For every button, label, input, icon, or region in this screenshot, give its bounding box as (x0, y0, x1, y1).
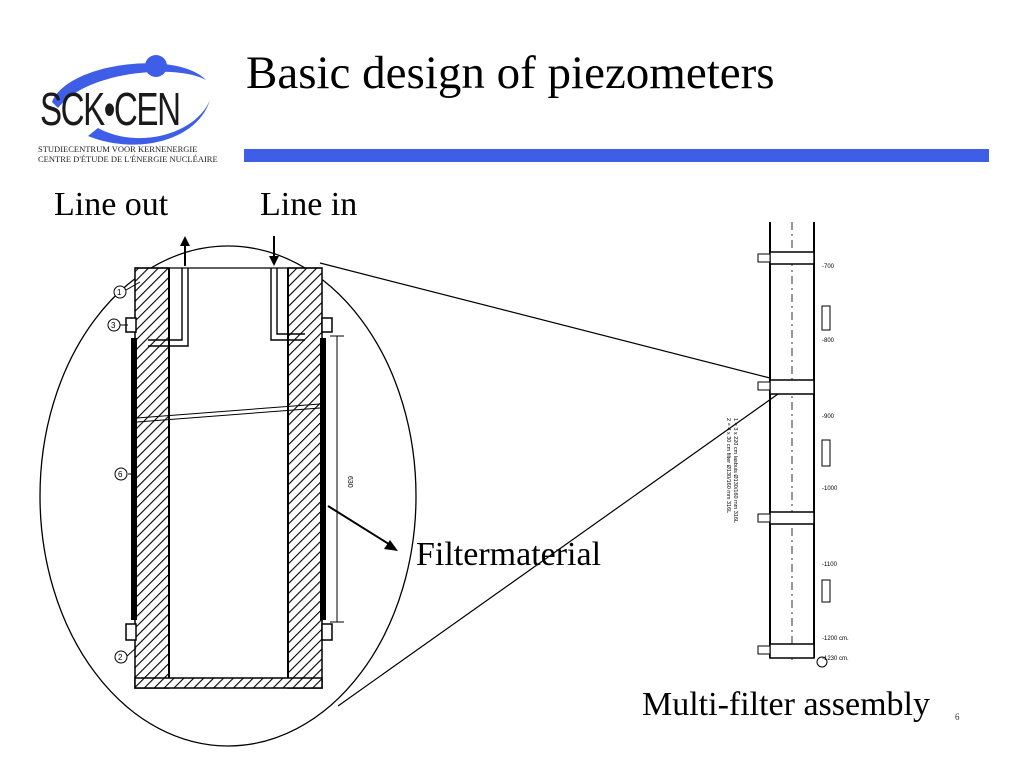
callout-1: 1 (113, 281, 141, 299)
depth-mark: -800 (822, 338, 835, 344)
logo-wordmark: SCK•CEN (40, 83, 181, 135)
depth-mark: -700 (822, 264, 835, 270)
callout-2: 2 (114, 647, 137, 664)
assembly-notes: 1 = 3 x 220 cm lasbuis Ø130/160 mm 316L … (725, 418, 738, 523)
logo-swoosh-icon (52, 55, 210, 145)
svg-text:1: 1 (117, 288, 122, 297)
line-in-tube (270, 268, 305, 341)
filter-strip-right (320, 338, 326, 620)
depth-mark: -1200 cm. (822, 636, 849, 642)
multi-filter-assembly (757, 222, 831, 668)
line-in-arrow-icon (269, 256, 279, 266)
assembly-note: 1 = 3 x 220 cm lasbuis Ø130/160 mm 316L (732, 418, 738, 523)
line-out-tube (148, 268, 183, 341)
line-in-label: Line in (260, 186, 358, 223)
svg-text:2: 2 (118, 653, 123, 662)
zoom-line-top (319, 262, 771, 379)
title-underline-bar (244, 149, 989, 162)
filter-strip-left (131, 338, 137, 620)
sck-cen-logo: SCK•CEN STUDIECENTRUM VOOR KERNENERGIE C… (28, 52, 228, 170)
right-wall (287, 267, 323, 689)
multi-filter-label: Multi-filter assembly (642, 686, 931, 723)
callout-3: 3 (107, 318, 128, 332)
depth-mark: -1100 (822, 562, 838, 568)
left-wall (134, 267, 170, 689)
logo-subtitle-nl: STUDIECENTRUM VOOR KERNENERGIE (38, 144, 198, 154)
bottom-plate (134, 677, 323, 689)
filtermaterial-label: Filtermaterial (416, 536, 602, 573)
filtermaterial-arrow (327, 505, 393, 547)
line-out-arrow-icon (180, 236, 190, 246)
depth-mark: -1000 (822, 486, 838, 492)
zoom-line-bottom (337, 393, 779, 707)
svg-text:6: 6 (118, 470, 123, 479)
callout-6: 6 (114, 467, 134, 481)
depth-marks: -700 -800 -900 -1000 -1100 -1200 cm. -12… (822, 264, 849, 662)
depth-mark: -1230 cm. (822, 656, 849, 662)
depth-mark: -900 (822, 414, 835, 420)
detail-ellipse (39, 245, 417, 747)
dimension-label: 630 (346, 476, 353, 488)
slide-number: 6 (955, 712, 960, 722)
line-out-label: Line out (54, 186, 169, 223)
logo-subtitle-fr: CENTRE D'ÉTUDE DE L'ÉNERGIE NUCLÉAIRE (38, 154, 218, 164)
svg-text:3: 3 (111, 321, 116, 330)
filtermaterial-arrow-icon (384, 540, 398, 551)
assembly-note: 2 = 4 x 30 cm filter Ø130/160 mm 316L (725, 418, 731, 513)
slide-title: Basic design of piezometers (246, 47, 775, 99)
